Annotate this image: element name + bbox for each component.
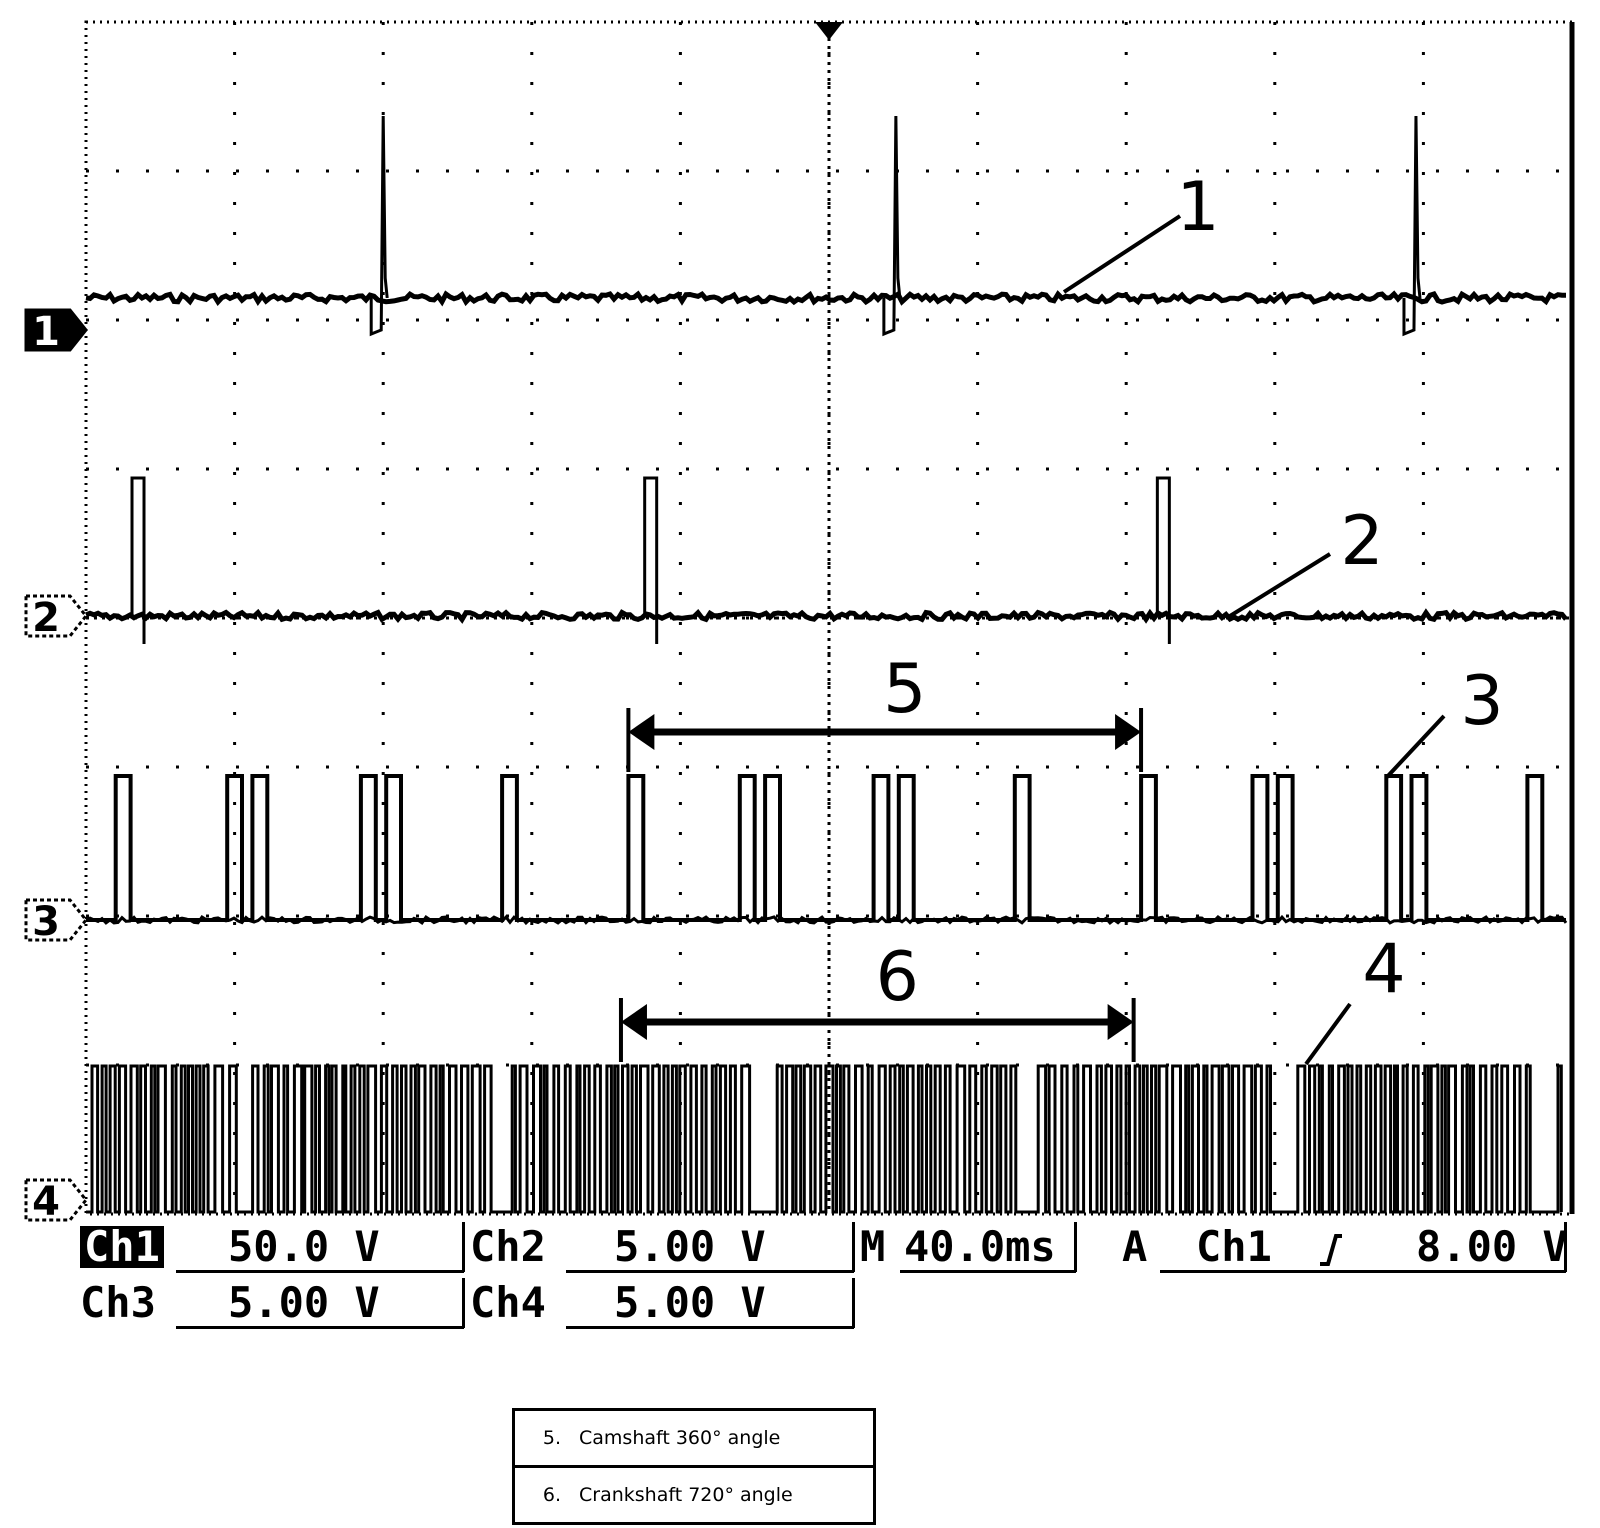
trace-ch1 <box>85 290 1566 307</box>
ch2-scale-value: 5.00 V <box>614 1222 766 1271</box>
divider <box>852 1278 855 1328</box>
legend-number: 5. <box>542 1427 561 1449</box>
channel-4-marker <box>24 1178 88 1222</box>
ch1-underline <box>176 1270 464 1273</box>
legend-table: 5. Camshaft 360° angle 6. Crankshaft 720… <box>512 1408 876 1525</box>
rising-edge-icon <box>1320 1234 1342 1266</box>
ch3-label: Ch3 <box>80 1278 156 1327</box>
trace-ch2 <box>85 608 1568 624</box>
channel-2-marker-label: 2 <box>32 595 60 641</box>
ch4-underline <box>566 1326 854 1329</box>
trigger-source: Ch1 <box>1196 1222 1272 1271</box>
callout-line <box>1304 1002 1352 1066</box>
trigger-level: 8.00 V <box>1416 1222 1568 1271</box>
channel-markers: 1 2 3 4 <box>24 308 88 1225</box>
span-6-label: 6 <box>876 938 919 1017</box>
waveform-traces <box>85 115 1568 1214</box>
callout-line <box>1384 714 1446 780</box>
legend-text: Crankshaft 720° angle <box>579 1484 793 1506</box>
timebase-label: M <box>860 1222 886 1271</box>
divider <box>1564 1222 1567 1272</box>
trigger-label: A <box>1122 1222 1148 1271</box>
legend-row: 6. Crankshaft 720° angle <box>515 1465 873 1522</box>
legend-text: Camshaft 360° angle <box>579 1427 781 1449</box>
divider <box>1074 1222 1077 1272</box>
span-5-label: 5 <box>883 650 926 729</box>
trace-ch4 <box>86 1064 1563 1214</box>
channel-4-marker-label: 4 <box>32 1179 60 1225</box>
span-5-right-arrowhead <box>1115 714 1142 750</box>
callout-label: 1 <box>1176 168 1219 247</box>
channel-3-marker-label: 3 <box>32 899 60 945</box>
ch3-scale-value: 5.00 V <box>228 1278 380 1327</box>
divider <box>852 1222 855 1272</box>
ch2-underline <box>566 1270 854 1273</box>
ch4-label: Ch4 <box>470 1278 546 1327</box>
trace-ch3 <box>86 774 1566 922</box>
ignition-spike <box>1402 115 1422 337</box>
timebase-value: 40.0ms <box>904 1222 1056 1271</box>
callout-line <box>1062 214 1182 294</box>
ignition-spike <box>369 115 389 337</box>
span-6-right-arrowhead <box>1107 1004 1134 1040</box>
ignition-spike <box>882 115 902 337</box>
injector-pulse <box>130 476 146 644</box>
timebase-underline <box>900 1270 1076 1273</box>
span-6-left-arrowhead <box>620 1004 647 1040</box>
channel-1-marker-label: 1 <box>32 309 60 355</box>
legend-number: 6. <box>542 1484 561 1506</box>
callout-line <box>1228 552 1332 618</box>
injector-pulse <box>1155 476 1171 644</box>
ch1-scale-value: 50.0 V <box>228 1222 380 1271</box>
legend-row: 5. Camshaft 360° angle <box>515 1411 873 1465</box>
trigger-underline <box>1160 1270 1566 1273</box>
channel-2-marker <box>24 594 88 638</box>
span-5-left-arrowhead <box>628 714 655 750</box>
trace-ch3-noise <box>85 914 1568 926</box>
ch3-underline <box>176 1326 464 1329</box>
ch2-label: Ch2 <box>470 1222 546 1271</box>
divider <box>462 1278 465 1328</box>
injector-pulse <box>643 476 659 644</box>
callout-label: 3 <box>1460 662 1503 741</box>
annotations: 1 2 3 4 5 6 <box>618 168 1504 1066</box>
ch1-label: Ch1 <box>80 1226 164 1268</box>
callout-label: 4 <box>1362 930 1405 1009</box>
channel-1-marker <box>24 308 88 352</box>
oscilloscope-display: 1 2 3 4 1 2 3 4 5 6 <box>24 20 1575 1225</box>
ch4-scale-value: 5.00 V <box>614 1278 766 1327</box>
trigger-position-marker <box>815 22 843 40</box>
callout-label: 2 <box>1340 502 1383 581</box>
divider <box>462 1222 465 1272</box>
channel-3-marker <box>24 898 88 942</box>
